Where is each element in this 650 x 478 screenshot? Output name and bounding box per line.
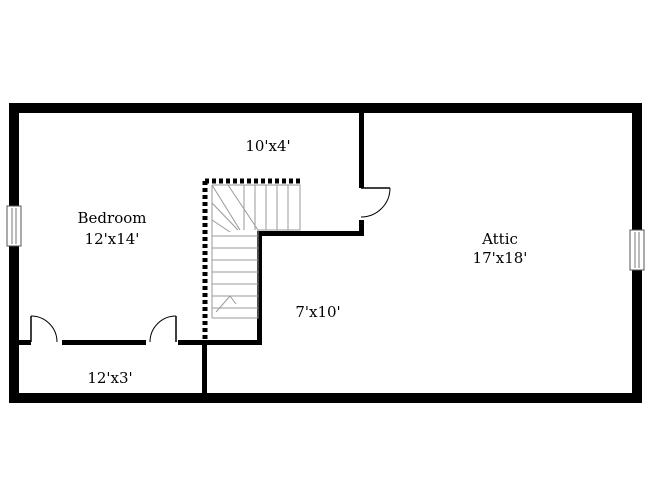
wall-closet-right xyxy=(178,340,262,345)
wall-closet-middle xyxy=(66,340,142,345)
exterior-walls xyxy=(9,103,642,403)
attic-size: 17'x18' xyxy=(473,249,528,267)
window-right xyxy=(629,229,645,271)
wall-stair-right xyxy=(257,231,262,345)
wall-closet-left-stub xyxy=(19,340,31,345)
window-left xyxy=(6,205,22,247)
attic-door xyxy=(360,187,391,218)
wall-bottom xyxy=(9,393,642,403)
stair-treads xyxy=(211,184,301,319)
landing-size: 10'x4' xyxy=(245,137,290,155)
wall-landing-bottom xyxy=(257,231,364,236)
wall-top xyxy=(9,103,642,113)
interior-walls xyxy=(19,113,364,395)
bedroom-size: 12'x14' xyxy=(85,230,140,248)
closet-size: 12'x3' xyxy=(87,369,132,387)
stair-area-size: 7'x10' xyxy=(295,303,340,321)
staircase xyxy=(202,178,302,340)
wall-attic-lower xyxy=(359,220,364,236)
attic-name: Attic xyxy=(481,230,518,248)
closet-door-right xyxy=(142,315,177,345)
wall-closet-divider xyxy=(202,340,207,395)
room-labels: Bedroom 12'x14' 10'x4' Attic 17'x18' 7'x… xyxy=(78,137,528,387)
closet-door-left xyxy=(30,315,66,345)
wall-attic-upper xyxy=(359,113,364,188)
wall-left xyxy=(9,103,19,403)
bedroom-name: Bedroom xyxy=(78,209,147,227)
